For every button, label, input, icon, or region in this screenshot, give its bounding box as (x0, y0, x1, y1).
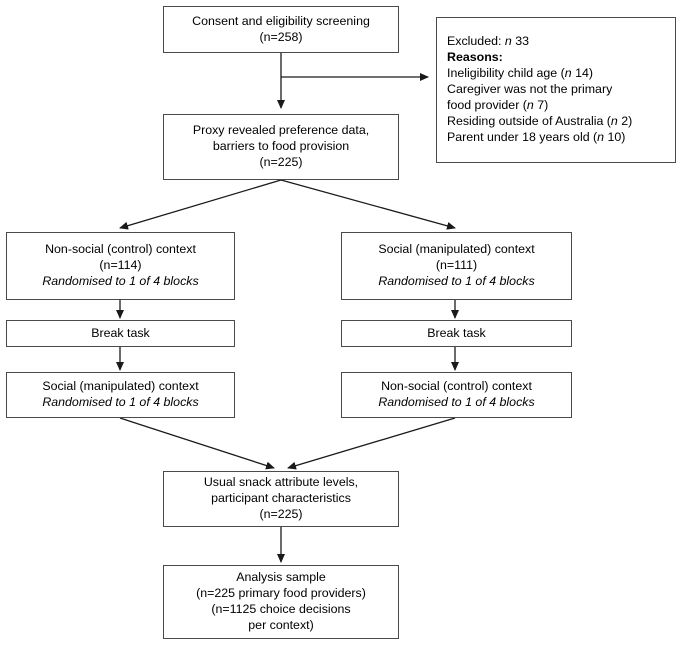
reason-n-symbol: n (597, 129, 605, 144)
analysis-sample: Analysis sample (n=225 primary food prov… (163, 565, 399, 639)
break-task-left: Break task (6, 320, 235, 347)
consent-line-1: Consent and eligibility screening (192, 13, 370, 28)
usual-snack-line-2: participant characteristics (211, 491, 351, 506)
usual-snack-line-3: (n=225) (259, 506, 303, 521)
non-social-control-context-right-second: Non-social (control) context Randomised … (341, 372, 572, 418)
consent-line-2: (n=258) (259, 29, 303, 44)
reason-item: food provider (n 7) (447, 98, 548, 114)
context-right-bottom-randomisation: Randomised to 1 of 4 blocks (378, 395, 535, 409)
analysis-line-3: (n=1125 choice decisions (211, 602, 351, 616)
reason-n-value: 2) (617, 113, 633, 128)
context-right-top-randomisation: Randomised to 1 of 4 blocks (378, 273, 535, 288)
proxy-line-2: barriers to food provision (212, 139, 350, 154)
reason-item: Caregiver was not the primary (447, 82, 612, 98)
reasons-label: Reasons: (447, 50, 503, 65)
reason-text: Ineligibility child age ( (447, 66, 565, 81)
analysis-line-1: Analysis sample (236, 570, 326, 585)
reason-n-symbol: n (526, 97, 534, 112)
proxy-line-3: (n=225) (259, 154, 303, 169)
reason-n-symbol: n (610, 113, 618, 128)
break-task-right-label: Break task (427, 325, 486, 340)
context-left-top-line-1: Non-social (control) context (45, 242, 196, 257)
social-manipulated-context-right: Social (manipulated) context (n=111) Ran… (341, 232, 572, 300)
non-social-control-context-left: Non-social (control) context (n=114) Ran… (6, 232, 235, 300)
reason-item: Ineligibility child age (n 14) (447, 66, 593, 82)
context-right-top-line-2: (n=111) (435, 258, 478, 273)
break-task-left-label: Break task (91, 325, 150, 340)
social-manipulated-context-left-second: Social (manipulated) context Randomised … (6, 372, 235, 418)
context-left-top-line-2: (n=114) (99, 258, 142, 273)
reason-text: food provider ( (447, 97, 527, 112)
reason-n-value: 14) (571, 66, 594, 81)
context-right-bottom-line-1: Non-social (control) context (381, 379, 532, 394)
context-left-top-randomisation: Randomised to 1 of 4 blocks (42, 273, 199, 288)
context-left-bottom-line-1: Social (manipulated) context (42, 379, 199, 394)
reason-text: Parent under 18 years old ( (447, 129, 598, 144)
break-task-right: Break task (341, 320, 572, 347)
context-right-top-line-1: Social (manipulated) context (378, 242, 535, 257)
reason-text: Caregiver was not the primary (447, 82, 613, 97)
consent-and-eligibility-screening: Consent and eligibility screening (n=258… (163, 6, 399, 53)
proxy-revealed-preference-data: Proxy revealed preference data, barriers… (163, 114, 399, 180)
reason-item: Parent under 18 years old (n 10) (447, 130, 625, 146)
analysis-line-4: per context) (248, 617, 314, 632)
reason-text: Residing outside of Australia ( (447, 113, 611, 128)
usual-snack-line-1: Usual snack attribute levels, (203, 475, 359, 490)
analysis-line-2: (n=225 primary food providers) (196, 586, 366, 601)
excluded-label: Excluded: (447, 34, 505, 49)
usual-snack-attribute-levels: Usual snack attribute levels, participan… (163, 471, 399, 527)
excluded-count: Excluded: n 33 (447, 34, 529, 50)
excluded-box: Excluded: n 33 Reasons: Ineligibility ch… (436, 17, 676, 163)
reason-n-value: 10) (604, 129, 626, 144)
excluded-n-symbol: n (504, 34, 512, 49)
reason-n-value: 7) (533, 97, 549, 112)
excluded-n-value: 33 (511, 34, 529, 49)
reason-item: Residing outside of Australia (n 2) (447, 114, 632, 130)
reason-n-symbol: n (564, 66, 572, 81)
context-left-bottom-randomisation: Randomised to 1 of 4 blocks (42, 395, 199, 409)
proxy-line-1: Proxy revealed preference data, (192, 123, 370, 138)
